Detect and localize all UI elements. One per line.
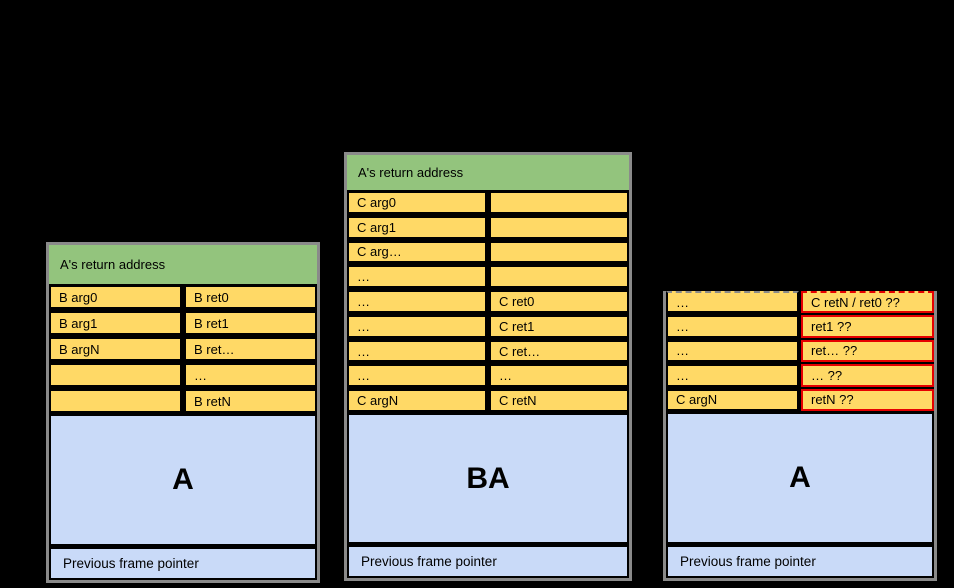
stack-cell: C ret1 xyxy=(489,314,629,338)
stack-cell: ret… ?? xyxy=(801,339,934,363)
stack-cell: C argN xyxy=(666,388,799,411)
stack-cell: B ret0 xyxy=(184,285,317,309)
stack-cell xyxy=(489,191,629,214)
stack-cell: C arg1 xyxy=(347,215,487,239)
stack-cell: C arg0 xyxy=(347,191,487,214)
previous-frame-pointer-cell: Previous frame pointer xyxy=(49,547,317,580)
stack-cell: C argN xyxy=(347,389,487,412)
stack-cell: … xyxy=(347,290,487,313)
stack-cell xyxy=(49,363,182,387)
stack-cell: B ret… xyxy=(184,337,317,361)
previous-frame-pointer-cell: Previous frame pointer xyxy=(347,545,629,578)
stack-cell: … xyxy=(184,363,317,387)
stack-frame-diagram-right: …C retN / ret0 ??…ret1 ??…ret… ??…… ??C … xyxy=(663,291,937,581)
stack-cell: B retN xyxy=(184,389,317,413)
stack-cell: B argN xyxy=(49,337,182,361)
stack-cell: … xyxy=(666,339,799,363)
stack-cell xyxy=(489,240,629,264)
stack-cell: ret1 ?? xyxy=(801,315,934,338)
stack-cell: C ret… xyxy=(489,339,629,363)
stack-cell: … ?? xyxy=(801,364,934,387)
stack-cell: C retN / ret0 ?? xyxy=(801,291,934,314)
stack-cell: … xyxy=(666,315,799,338)
stack-cell: B ret1 xyxy=(184,311,317,335)
stack-cell: B arg0 xyxy=(49,285,182,309)
stack-cell xyxy=(489,215,629,239)
stack-cell: … xyxy=(666,291,799,314)
stack-cell: C retN xyxy=(489,389,629,412)
stack-cell: … xyxy=(489,364,629,388)
stack-cell: … xyxy=(347,339,487,363)
stack-cell xyxy=(489,265,629,289)
stack-cell: B arg1 xyxy=(49,311,182,335)
return-address-cell: A's return address xyxy=(49,245,317,284)
stack-slot-table: …C retN / ret0 ??…ret1 ??…ret… ??…… ??C … xyxy=(666,291,934,411)
frame-region-label: BA xyxy=(347,413,629,544)
stack-cell: retN ?? xyxy=(801,388,934,411)
return-address-cell: A's return address xyxy=(347,155,629,190)
stack-cell: … xyxy=(347,364,487,388)
frame-region-label: A xyxy=(49,414,317,546)
stack-cell: … xyxy=(347,265,487,289)
stack-cell: … xyxy=(666,364,799,387)
stack-cell: … xyxy=(347,314,487,338)
stack-cell xyxy=(49,389,182,413)
stack-cell: C arg… xyxy=(347,240,487,264)
stack-cell: C ret0 xyxy=(489,290,629,313)
previous-frame-pointer-cell: Previous frame pointer xyxy=(666,545,934,578)
frame-region-label: A xyxy=(666,412,934,544)
